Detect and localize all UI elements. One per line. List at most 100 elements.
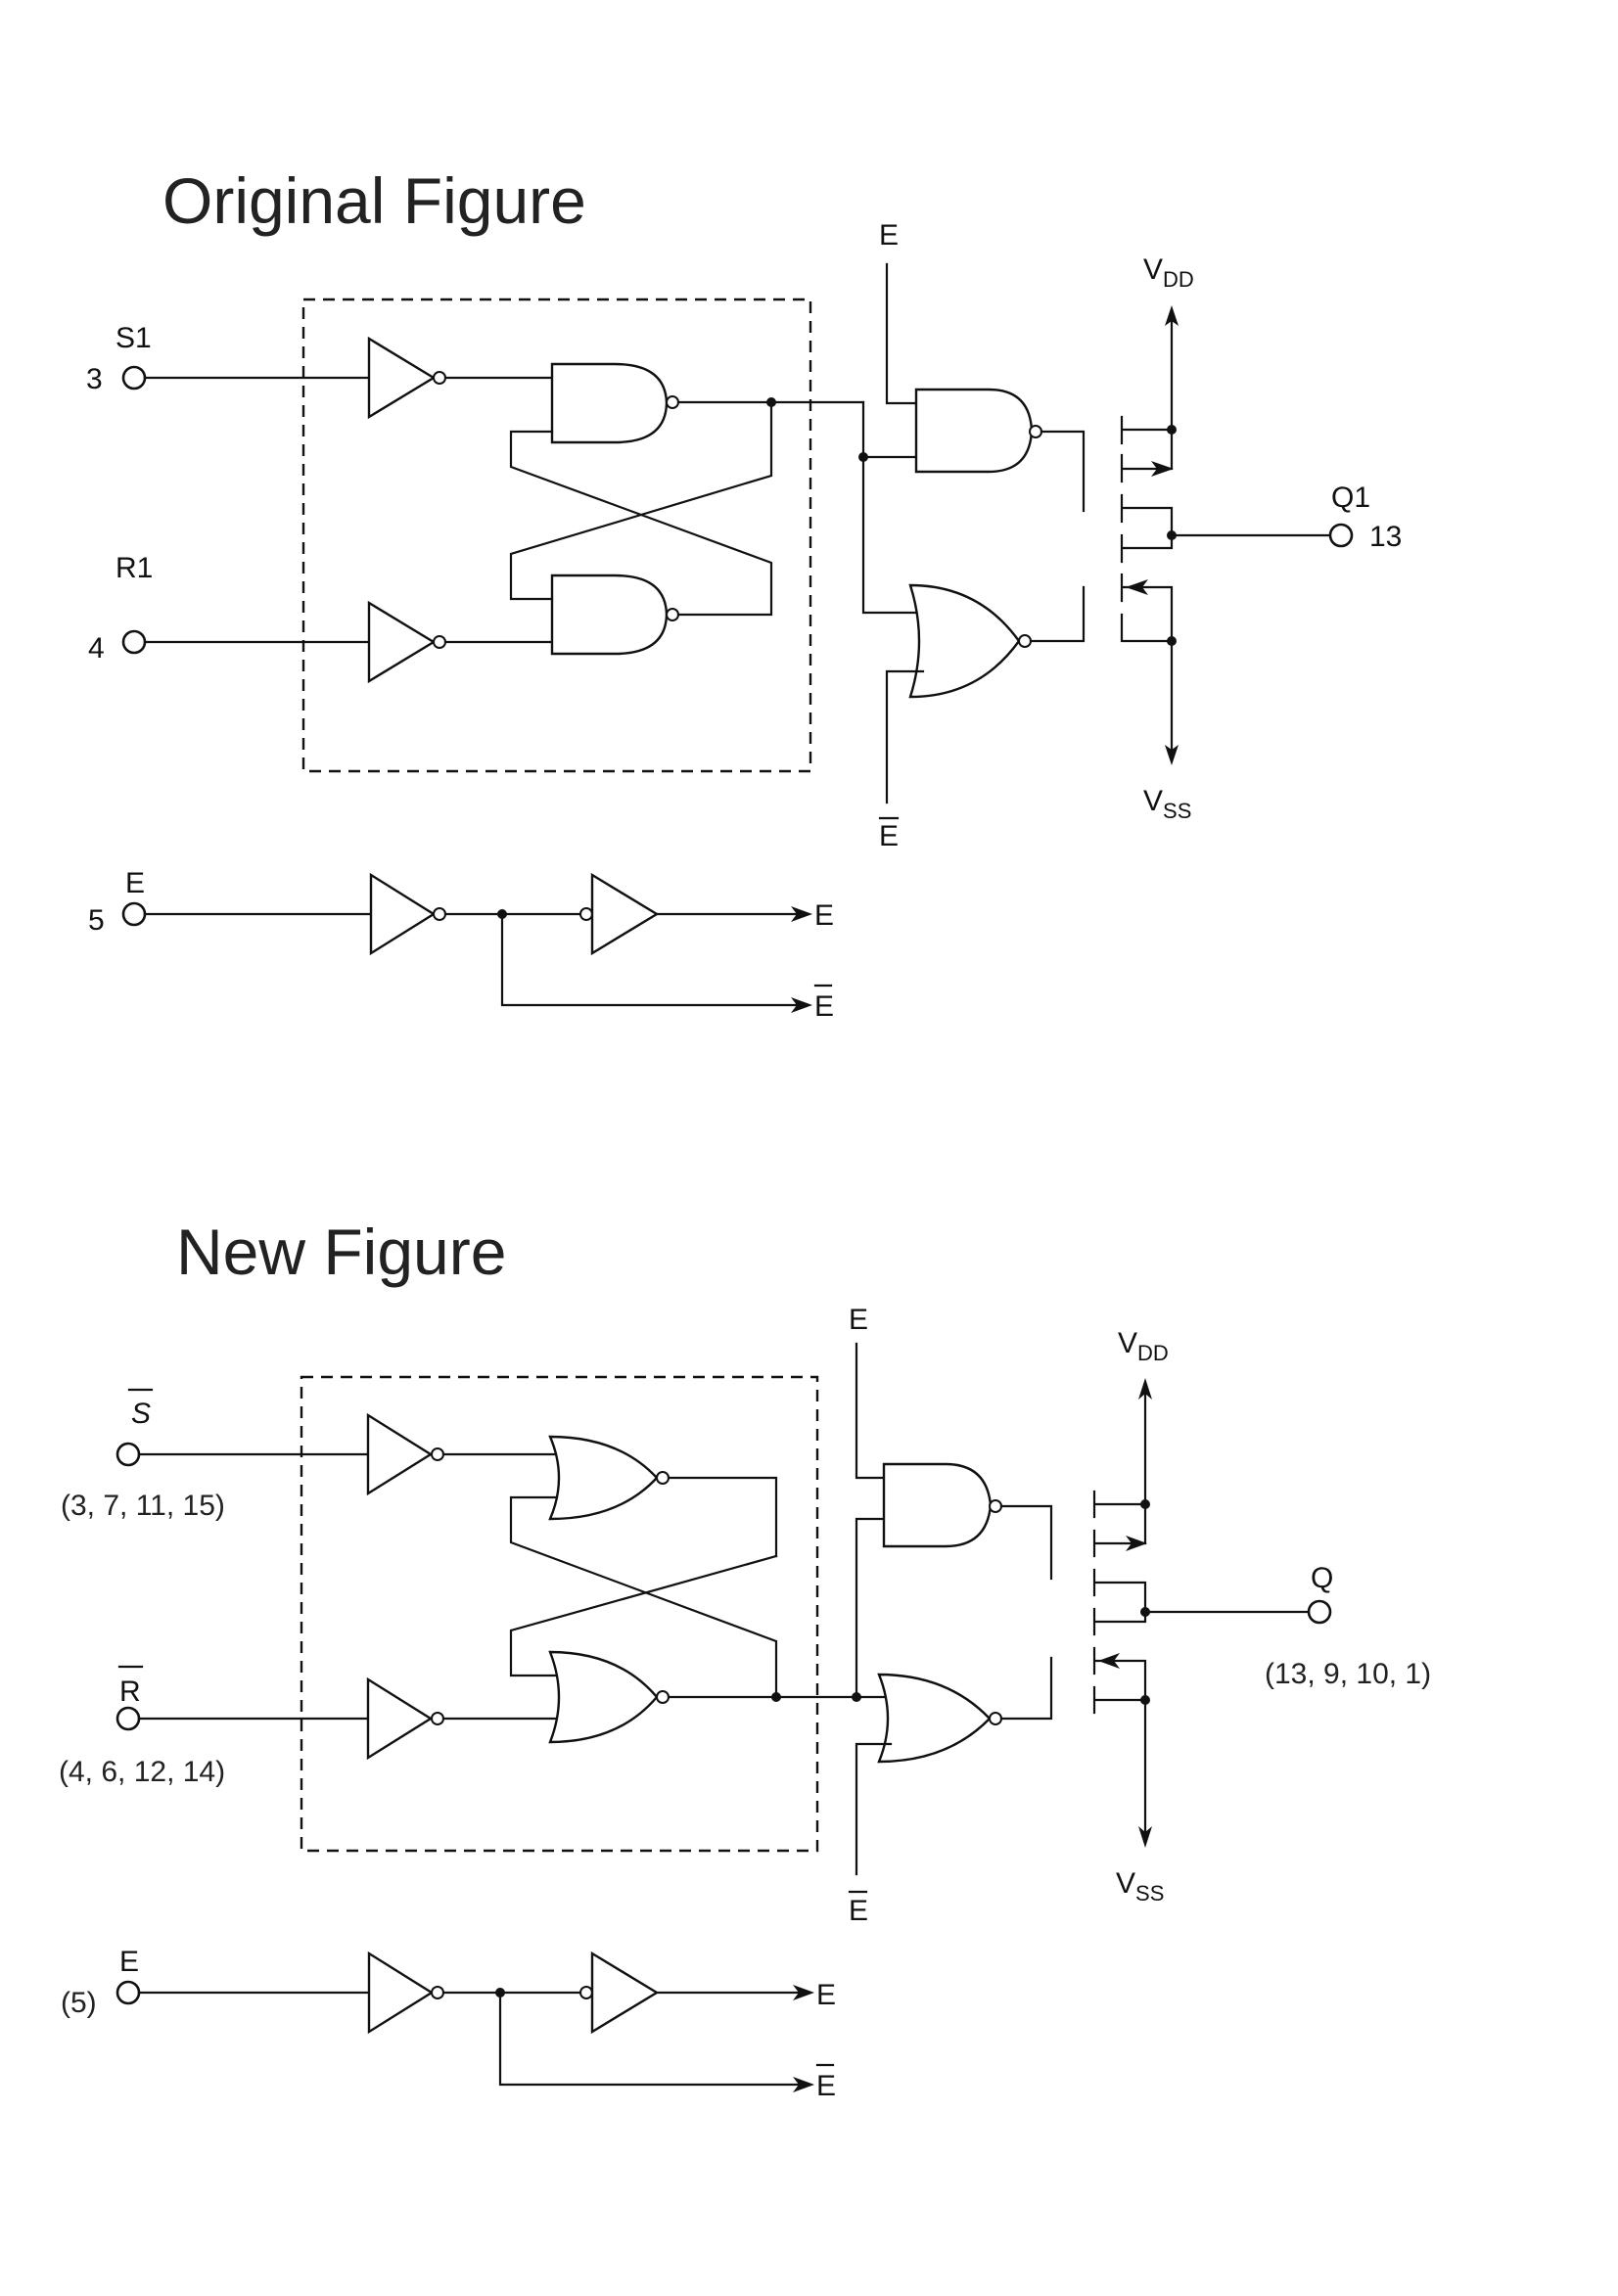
mosfet-pair — [1120, 415, 1174, 643]
vss-arrow-icon — [1165, 745, 1179, 765]
wire — [498, 1991, 805, 2087]
inverter-enable — [367, 1951, 435, 2035]
inversion-bubble — [1018, 634, 1032, 648]
nor-gate-output — [908, 583, 1021, 699]
inversion-bubble — [431, 1986, 444, 1999]
wire — [999, 1656, 1053, 1721]
cross-coupling-wire — [509, 400, 773, 601]
reset-input-label: R — [119, 1676, 141, 1708]
wire — [855, 1742, 893, 1876]
wire — [500, 912, 803, 1007]
wire — [999, 1504, 1053, 1581]
figure-title: New Figure — [176, 1216, 506, 1288]
latch-boundary — [300, 1375, 819, 1853]
junction-dot — [1140, 1499, 1150, 1509]
junction-dot — [1140, 1695, 1150, 1705]
inversion-bubble — [666, 608, 679, 621]
enable-top-label: E — [849, 1304, 868, 1336]
enable-output-e-bar: E — [814, 990, 834, 1023]
inversion-bubble — [989, 1499, 1002, 1513]
wire — [885, 262, 918, 405]
enable-input-terminal[interactable] — [121, 901, 147, 927]
vss-label: VSS — [1143, 785, 1191, 823]
original-figure: Original Figure S1 3 R1 4 — [86, 164, 1402, 1023]
output-pin-number: 13 — [1369, 521, 1402, 553]
vdd-label: VDD — [1118, 1327, 1169, 1365]
vdd-arrow-icon — [1165, 305, 1179, 326]
wire — [1029, 585, 1086, 643]
enable-bottom-label: E — [849, 1895, 868, 1927]
junction-dot — [1167, 636, 1177, 646]
inversion-bubble — [431, 1712, 444, 1725]
nand-gate-output — [914, 388, 1034, 474]
reset-input-label: R1 — [116, 552, 153, 584]
wire — [1040, 430, 1086, 513]
enable-output-e: E — [816, 1979, 836, 2011]
nor-gate-lower — [548, 1650, 659, 1744]
set-input-label: S — [131, 1398, 151, 1430]
wire — [885, 669, 925, 804]
junction-dot — [1167, 530, 1177, 540]
inversion-bubble — [433, 907, 446, 921]
enable-top-label: E — [879, 219, 899, 252]
junction-dot — [1140, 1607, 1150, 1617]
reset-input-terminal[interactable] — [116, 1706, 141, 1731]
enable-input-terminal[interactable] — [116, 1980, 141, 2005]
output-label: Q — [1311, 1562, 1333, 1594]
arrow-icon — [791, 997, 812, 1013]
set-input-label: S1 — [116, 322, 152, 354]
output-terminal[interactable] — [1307, 1599, 1332, 1625]
output-pin-numbers: (13, 9, 10, 1) — [1265, 1658, 1431, 1690]
set-input-terminal[interactable] — [121, 365, 147, 390]
wire — [855, 1342, 886, 1480]
set-pin-number: 3 — [86, 363, 103, 395]
inverter-reset — [366, 1676, 434, 1761]
inversion-bubble — [579, 1986, 593, 1999]
cross-coupling-wire — [509, 1554, 778, 1677]
inversion-bubble — [656, 1471, 670, 1485]
wire — [667, 1476, 778, 1558]
wire — [855, 1517, 886, 1699]
inversion-bubble — [433, 635, 446, 649]
mosfet-pair — [1092, 1490, 1147, 1715]
wire — [861, 455, 924, 615]
enable-pin-number: 5 — [88, 904, 105, 937]
inversion-bubble — [666, 395, 679, 409]
reset-pin-numbers: (4, 6, 12, 14) — [59, 1756, 225, 1788]
inversion-bubble — [431, 1447, 444, 1461]
inverter-enable — [369, 872, 437, 956]
inversion-bubble — [1029, 425, 1042, 438]
set-input-terminal[interactable] — [116, 1442, 141, 1467]
cross-coupling-wire — [509, 1495, 778, 1699]
inverter-set — [367, 336, 437, 420]
nand-gate-upper — [550, 362, 669, 444]
arrow-icon — [793, 2077, 814, 2092]
inverter-enable-2 — [590, 1951, 660, 2035]
nor-gate-output — [877, 1673, 992, 1764]
inversion-bubble — [433, 371, 446, 385]
enable-bottom-label: E — [879, 820, 899, 852]
vdd-arrow-icon — [1138, 1378, 1152, 1400]
junction-dot — [1167, 425, 1177, 435]
reset-input-terminal[interactable] — [121, 629, 147, 655]
nand-gate-output — [882, 1462, 993, 1548]
inversion-bubble — [656, 1690, 670, 1704]
inversion-bubble — [989, 1712, 1002, 1725]
nand-gate-lower — [550, 574, 669, 656]
enable-output-e-bar: E — [816, 2070, 836, 2102]
vss-arrow-icon — [1138, 1826, 1152, 1848]
output-terminal[interactable] — [1328, 523, 1354, 548]
inverter-set — [366, 1412, 434, 1496]
inversion-bubble — [579, 907, 593, 921]
output-label: Q1 — [1331, 482, 1370, 514]
vdd-label: VDD — [1143, 253, 1194, 292]
new-figure: New Figure S (3, 7, 11, 15) R (4, 6, 12,… — [59, 1216, 1431, 2102]
inverter-reset — [367, 600, 437, 684]
reset-pin-number: 4 — [88, 632, 105, 665]
arrow-icon — [793, 1985, 814, 2000]
wire — [861, 400, 918, 459]
enable-output-e: E — [814, 899, 834, 932]
set-pin-numbers: (3, 7, 11, 15) — [61, 1490, 225, 1522]
inverter-enable-2 — [590, 872, 660, 956]
